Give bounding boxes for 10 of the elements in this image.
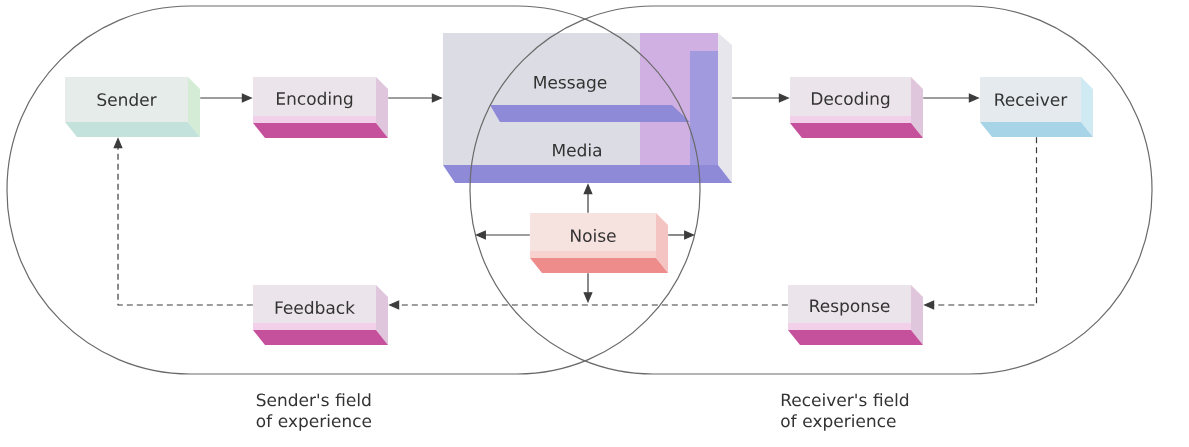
process-block: Feedback [253,285,388,345]
process-block: Decoding [790,77,923,138]
process-block: Encoding [253,77,388,138]
process-block: Receiver [980,77,1093,137]
process-block: Response [788,285,923,345]
field-caption: Receiver's field of experience [781,393,909,431]
stepped-block: Message Media [443,33,732,183]
process-block: Sender [65,77,200,137]
field-caption: Sender's field of experience [256,393,372,431]
process-block: Noise [530,213,668,273]
